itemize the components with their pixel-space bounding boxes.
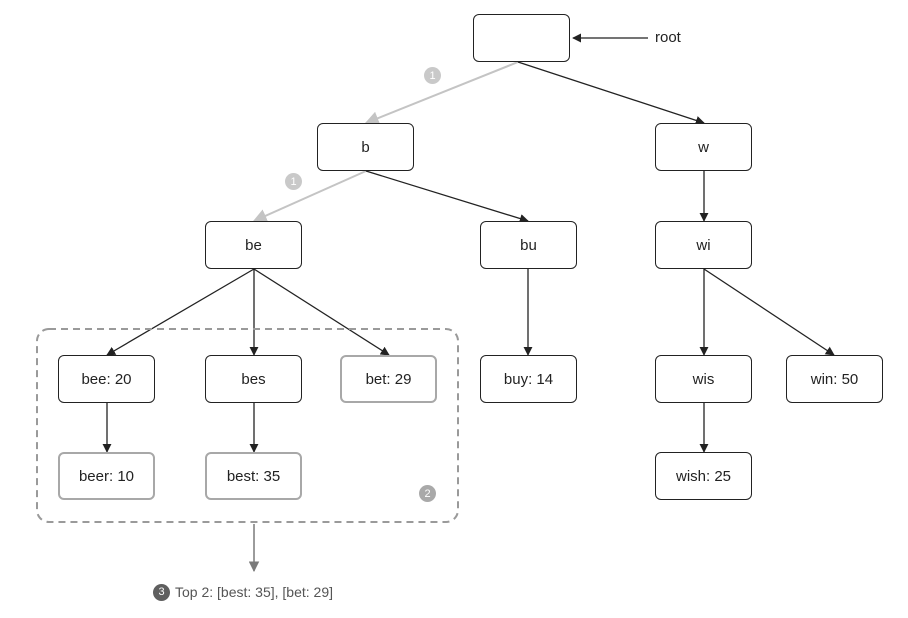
node-root xyxy=(473,14,570,62)
node-wish: wish: 25 xyxy=(655,452,752,500)
node-best: best: 35 xyxy=(205,452,302,500)
node-bes: bes xyxy=(205,355,302,403)
node-win: win: 50 xyxy=(786,355,883,403)
result-text: Top 2: [best: 35], [bet: 29] xyxy=(175,584,333,600)
edge-be-bet xyxy=(253,268,390,356)
node-b: b xyxy=(317,123,414,171)
node-wi: wi xyxy=(655,221,752,269)
node-be: be xyxy=(205,221,302,269)
node-buy: buy: 14 xyxy=(480,355,577,403)
node-w: w xyxy=(655,123,752,171)
edge-b-bu xyxy=(365,170,529,223)
node-bu: bu xyxy=(480,221,577,269)
node-bee: bee: 20 xyxy=(58,355,155,403)
node-beer: beer: 10 xyxy=(58,452,155,500)
top-k-group-box xyxy=(36,328,459,523)
edge-be-bee xyxy=(106,268,255,356)
edge-root-w xyxy=(517,61,705,125)
result-line: 3 Top 2: [best: 35], [bet: 29] xyxy=(153,583,333,601)
step-1-badge-lower: 1 xyxy=(285,173,302,190)
node-bet: bet: 29 xyxy=(340,355,437,403)
node-wis: wis xyxy=(655,355,752,403)
step-3-badge: 3 xyxy=(153,583,170,601)
step-2-badge: 2 xyxy=(419,485,436,502)
step-1-badge-upper: 1 xyxy=(424,67,441,84)
edge-wi-win xyxy=(703,268,835,356)
root-label: root xyxy=(655,29,681,46)
edge-root-b xyxy=(364,61,519,125)
edge-b-be xyxy=(252,170,367,223)
